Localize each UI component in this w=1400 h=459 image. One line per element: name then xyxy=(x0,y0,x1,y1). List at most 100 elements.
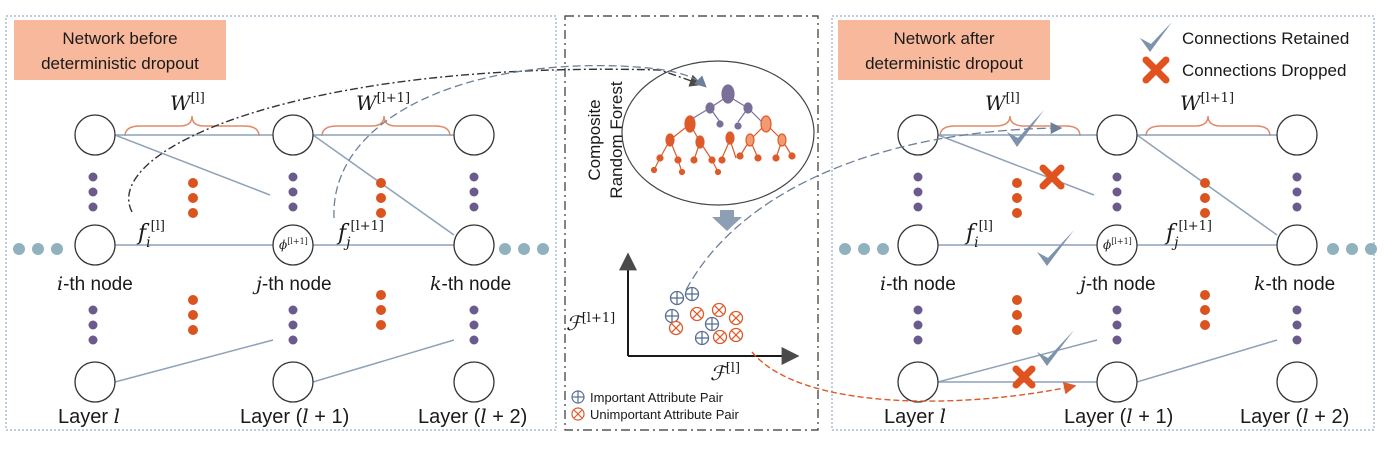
svg-text:Connections Retained: Connections Retained xyxy=(1182,29,1349,48)
random-forest-icon xyxy=(689,84,763,130)
layer-label-l2: Layer (l + 2) xyxy=(418,404,527,428)
cross-icon xyxy=(1039,164,1065,190)
edge xyxy=(1136,339,1278,383)
brace-w-l xyxy=(124,115,260,137)
feature-f-i: fi[l] xyxy=(136,219,165,251)
left-panel-border xyxy=(5,15,557,431)
legend-retained: Connections Retained xyxy=(1140,22,1349,52)
left-title-box xyxy=(14,20,226,80)
node xyxy=(453,114,495,156)
node xyxy=(272,361,314,403)
edge xyxy=(114,339,274,383)
important-point xyxy=(694,330,710,346)
edge xyxy=(312,339,455,383)
node-label-i: i-th node xyxy=(57,273,133,295)
node xyxy=(74,361,116,403)
feature-f-j: fj[l+1] xyxy=(336,219,384,251)
weight-w-l: W[l] xyxy=(985,91,1020,115)
right-panel-border xyxy=(831,15,1375,431)
node-label-j: j-th node xyxy=(1076,273,1156,295)
dot xyxy=(1346,243,1358,255)
brace-w-l1 xyxy=(1145,115,1271,137)
right-title-box xyxy=(838,20,1050,80)
center-panel: Composite Random Forest xyxy=(564,15,819,431)
weight-w-l1: W[l+1] xyxy=(1180,91,1234,115)
legend-dropped: Connections Dropped xyxy=(1142,56,1346,84)
unimportant-point xyxy=(668,320,684,336)
cross-icon xyxy=(1142,56,1170,84)
random-forest-orange-trees xyxy=(650,115,796,176)
node-label-i: i-th node xyxy=(880,273,956,295)
forest-label-line1: Composite xyxy=(585,99,604,180)
vertical-dots-orange xyxy=(1012,178,1210,335)
phi-label: ϕ[l+1] xyxy=(279,237,308,252)
weight-w-l1: W[l+1] xyxy=(356,91,410,115)
arrow-fi-to-forest xyxy=(128,68,703,213)
forest-label-line2: Random Forest xyxy=(607,81,626,198)
edge xyxy=(937,339,1098,383)
edge xyxy=(937,134,1095,196)
node-i xyxy=(74,224,116,266)
node xyxy=(1276,114,1318,156)
unimportant-point xyxy=(689,306,705,322)
flow-arrows xyxy=(128,64,1077,402)
arrow-fj-to-forest xyxy=(333,64,707,219)
dot xyxy=(877,243,889,255)
x-axis-label: ℱ[l] xyxy=(710,361,740,385)
node xyxy=(897,361,939,403)
unimportant-point xyxy=(711,302,727,318)
layer-label-l2: Layer (l + 2) xyxy=(1240,404,1349,428)
unimportant-point xyxy=(728,310,744,326)
forest-ellipse xyxy=(621,60,815,206)
important-point xyxy=(684,286,700,302)
right-panel: Network after deterministic dropout Conn… xyxy=(831,15,1377,431)
left-panel: Network before deterministic dropout W[l… xyxy=(5,15,557,431)
dot xyxy=(1365,243,1377,255)
dot xyxy=(499,243,511,255)
brace-w-l xyxy=(939,115,1081,137)
important-point xyxy=(669,290,685,306)
cross-icon xyxy=(1012,365,1036,389)
down-arrow-icon xyxy=(712,210,742,231)
phi-label: ϕ[l+1] xyxy=(1103,237,1132,252)
node xyxy=(897,114,939,156)
node-k xyxy=(453,224,495,266)
unimportant-point xyxy=(712,329,728,345)
left-title-line1: Network before xyxy=(62,29,177,48)
vertical-dots-orange xyxy=(188,178,386,335)
weight-w-l: W[l] xyxy=(170,91,205,115)
layer-label-l: Layer l xyxy=(884,404,946,428)
edge xyxy=(114,134,271,196)
dot xyxy=(1327,243,1339,255)
node-i xyxy=(897,224,939,266)
unimportant-point xyxy=(728,327,744,343)
scatter-legend-unimportant: Unimportant Attribute Pair xyxy=(571,407,740,422)
important-point xyxy=(704,316,720,332)
right-title-line2: deterministic dropout xyxy=(865,54,1023,73)
node xyxy=(74,114,116,156)
node-k xyxy=(1276,224,1318,266)
scatter-legend-important: Important Attribute Pair xyxy=(571,390,724,405)
left-title-line2: deterministic dropout xyxy=(41,54,199,73)
feature-f-i: fi[l] xyxy=(964,219,993,251)
node xyxy=(1096,114,1138,156)
node-label-k: k-th node xyxy=(1254,273,1335,295)
dot xyxy=(32,243,44,255)
layer-label-l1: Layer (l + 1) xyxy=(240,404,349,428)
layer-label-l: Layer l xyxy=(58,404,120,428)
vertical-dots xyxy=(913,172,1302,345)
dot xyxy=(13,243,25,255)
svg-text:Important Attribute Pair: Important Attribute Pair xyxy=(590,390,724,405)
dot xyxy=(839,243,851,255)
dot xyxy=(51,243,63,255)
vertical-dots xyxy=(88,172,479,345)
node-label-k: k-th node xyxy=(430,273,511,295)
node xyxy=(272,114,314,156)
node-label-j: j-th node xyxy=(252,273,332,295)
arrow-important-to-retained xyxy=(685,122,1063,291)
node xyxy=(1096,361,1138,403)
check-icon xyxy=(1037,230,1074,266)
check-icon xyxy=(1140,22,1172,52)
scatter-points xyxy=(664,286,744,346)
